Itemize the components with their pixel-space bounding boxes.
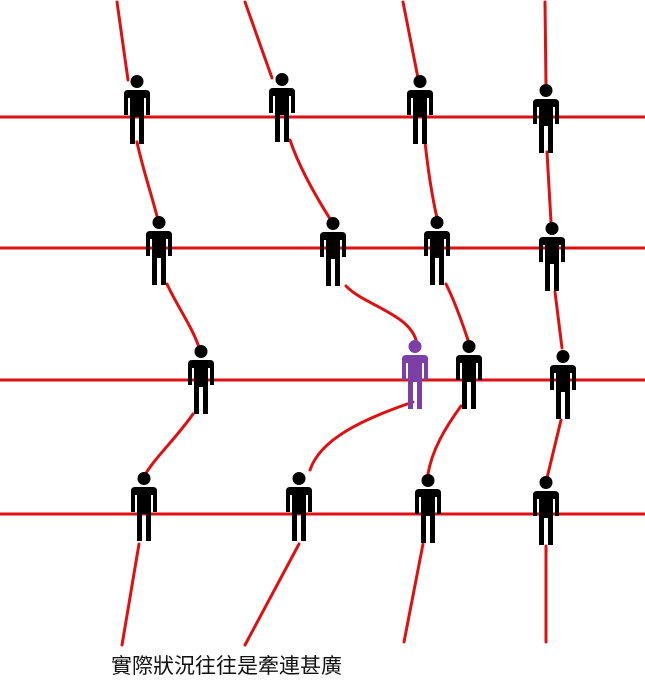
person-r3-highlighted-icon	[402, 340, 428, 409]
person-body	[415, 489, 441, 543]
connection-curve-5	[543, 0, 564, 644]
person-r2-c2-icon	[320, 217, 346, 286]
person-r3-c1-icon	[188, 345, 214, 414]
connection-curves	[115, 0, 564, 647]
person-r4-c3-icon	[415, 474, 441, 543]
person-body	[320, 232, 346, 286]
person-head	[539, 476, 553, 489]
person-r2-c4-icon	[539, 222, 565, 291]
person-body	[124, 90, 150, 144]
person-body	[269, 88, 295, 142]
person-body	[539, 237, 565, 291]
person-head	[430, 216, 444, 229]
person-head	[545, 222, 559, 235]
person-r2-c3-icon	[424, 216, 450, 285]
person-body	[550, 365, 576, 419]
person-body	[533, 99, 559, 153]
person-head	[275, 73, 289, 86]
person-head	[408, 340, 422, 353]
person-r4-c1-icon	[131, 472, 157, 541]
person-r1-c4-icon	[533, 84, 559, 153]
person-body	[402, 355, 428, 409]
person-head	[194, 345, 208, 358]
person-r3-c4-icon	[550, 350, 576, 419]
person-r1-c1-icon	[124, 75, 150, 144]
connection-curve-2	[243, 0, 419, 346]
person-head	[326, 217, 340, 230]
person-body	[188, 360, 214, 414]
connection-curve-1	[115, 0, 202, 647]
connection-curve-3	[243, 400, 415, 647]
person-body	[424, 231, 450, 285]
person-r4-c2-icon	[286, 472, 312, 541]
person-head	[556, 350, 570, 363]
connection-curve-4	[401, 0, 470, 644]
person-r4-c4-icon	[533, 476, 559, 545]
person-head	[462, 340, 476, 353]
people-layer	[124, 73, 576, 545]
person-body	[407, 90, 433, 144]
person-r1-c2-icon	[269, 73, 295, 142]
person-head	[152, 216, 166, 229]
person-head	[292, 472, 306, 485]
person-r3-c3-icon	[456, 340, 482, 409]
person-body	[533, 491, 559, 545]
person-r2-c1-icon	[146, 216, 172, 285]
person-body	[456, 355, 482, 409]
person-head	[421, 474, 435, 487]
person-body	[146, 231, 172, 285]
person-head	[539, 84, 553, 97]
caption: 實際狀況往往是牽連甚廣	[111, 654, 342, 678]
person-body	[286, 487, 312, 541]
person-body	[131, 487, 157, 541]
person-head	[413, 75, 427, 88]
horizontal-lines	[0, 115, 645, 516]
person-r1-c3-icon	[407, 75, 433, 144]
person-head	[130, 75, 144, 88]
person-head	[137, 472, 151, 485]
